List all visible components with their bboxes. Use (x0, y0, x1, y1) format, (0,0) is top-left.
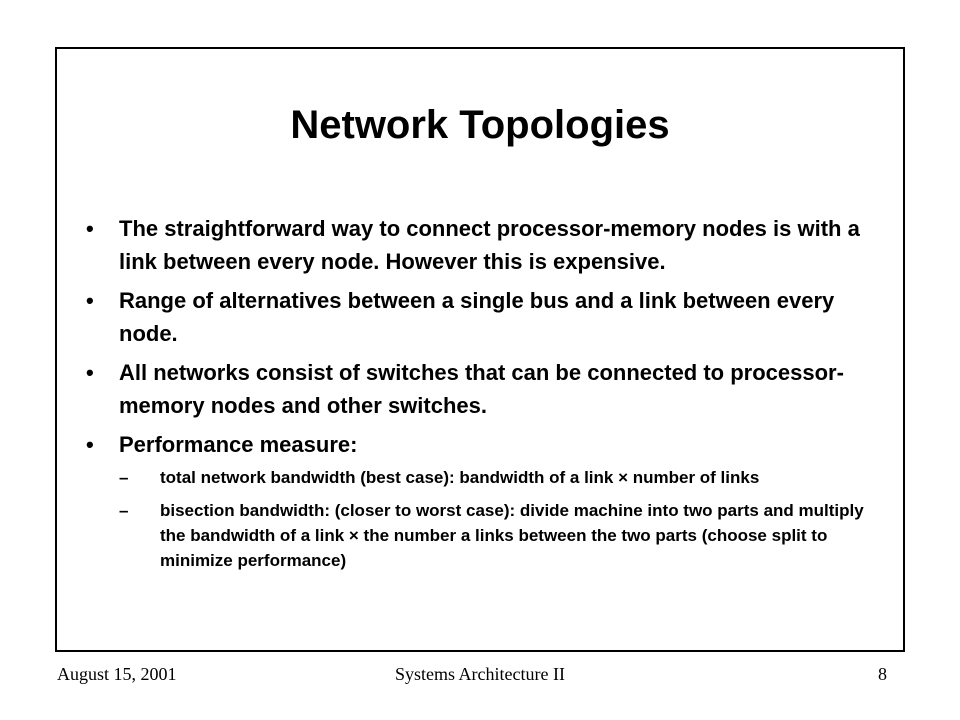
bullet-text: Range of alternatives between a single b… (119, 288, 835, 346)
bullet-item: • The straightforward way to connect pro… (80, 212, 870, 278)
bullet-marker: • (86, 216, 94, 241)
footer-page-number: 8 (878, 664, 887, 684)
footer-date: August 15, 2001 (57, 664, 177, 684)
slide-title: Network Topologies (290, 103, 670, 147)
bullet-item: • Performance measure: – total network b… (80, 428, 870, 573)
sub-bullet-list: – total network bandwidth (best case): b… (119, 465, 870, 573)
footer-course-name: Systems Architecture II (395, 664, 565, 684)
slide-frame (55, 47, 905, 652)
bullet-marker: • (86, 432, 94, 457)
sub-bullet-marker: – (119, 501, 129, 520)
sub-bullet-item: – bisection bandwidth: (closer to worst … (119, 498, 870, 573)
sub-bullet-text: bisection bandwidth: (closer to worst ca… (160, 501, 864, 570)
bullet-marker: • (86, 288, 94, 313)
bullet-text: The straightforward way to connect proce… (119, 216, 860, 274)
bullet-item: • Range of alternatives between a single… (80, 284, 870, 350)
sub-bullet-marker: – (119, 468, 129, 487)
sub-bullet-text: total network bandwidth (best case): ban… (160, 468, 760, 487)
sub-bullet-item: – total network bandwidth (best case): b… (119, 465, 870, 490)
bullet-text: Performance measure: (119, 432, 358, 457)
bullet-text: All networks consist of switches that ca… (119, 360, 844, 418)
bullet-list: • The straightforward way to connect pro… (80, 212, 870, 581)
bullet-marker: • (86, 360, 94, 385)
bullet-item: • All networks consist of switches that … (80, 356, 870, 422)
